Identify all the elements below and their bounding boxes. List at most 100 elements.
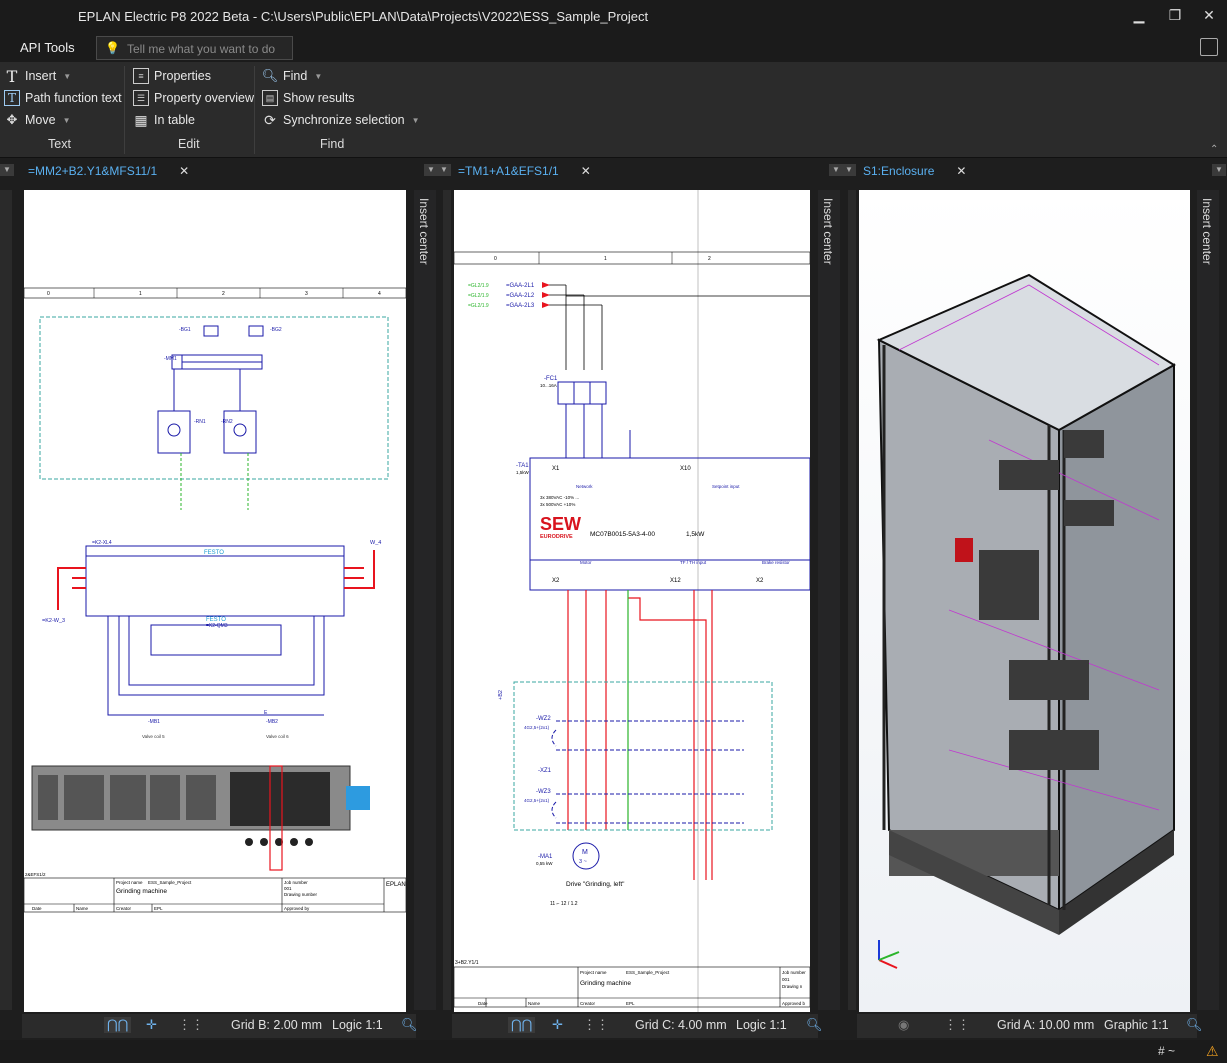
footer-date-label: Date [478,1001,488,1006]
move-icon: ✥ [6,112,18,127]
tab-document-1-label: =MM2+B2.Y1&MFS11/1 [28,164,158,178]
restore-button[interactable]: ❐ [1168,7,1182,23]
ruler-col-0: 0 [47,291,50,297]
label-xz1: -XZ1 [538,768,552,774]
insert-center-sidebar[interactable]: Insert center [414,190,436,1010]
zoom-icon[interactable]: 🔍︎ [806,1017,823,1032]
label-rn2: -RN2 [221,419,233,425]
coordinate-toggle[interactable]: # ~ [1158,1044,1176,1058]
label-tf: TF / TH input [680,560,707,565]
label-x10: X10 [680,466,691,472]
logic-status[interactable]: Logic 1:1 [736,1018,787,1032]
properties-button[interactable]: ≡ Properties [133,66,211,86]
label-qm3: =K2-QM3 [206,623,228,629]
label-mm1: -MM1 [164,356,177,362]
tab-enclosure-label: S1:Enclosure [863,164,935,178]
tab-document-2[interactable]: =TM1+A1&EFS1/1 ✕ [452,160,591,182]
column-ruler [23,287,407,299]
insert-label: Insert [25,69,57,83]
collapse-ribbon-icon[interactable]: ⌃ [1210,144,1219,155]
schematic-page-1[interactable]: 0 1 2 3 4 -BG1 -BG2 -MM1 -RN1 -RN2 FESTO… [23,190,407,1012]
grid-status[interactable]: Grid C: 4.00 mm [635,1018,727,1032]
warning-icon[interactable]: ⚠ [1206,1043,1219,1059]
grid-dots-icon[interactable]: ⋮⋮ [178,1017,204,1032]
close-icon[interactable]: ✕ [956,164,967,178]
in-table-button[interactable]: ▦ In table [133,110,195,130]
label-valve-coil-5: Valve coil 5 [142,734,165,739]
zoom-icon[interactable]: 🔍︎ [1186,1017,1203,1032]
enclosure-3d-view[interactable] [859,190,1190,1012]
grid-status[interactable]: Grid B: 2.00 mm [231,1018,322,1032]
find-button[interactable]: 🔍︎ Find ▼ [262,66,323,86]
logic-status[interactable]: Logic 1:1 [332,1018,383,1032]
label-wz2-spec: 4G2,5+(2x1) [524,725,550,730]
label-fc1: -FC1 [544,376,558,382]
insert-center-sidebar[interactable]: Insert center [818,190,840,1010]
panel-menu-dropdown[interactable]: ▼ [829,164,843,176]
footer-project-name: ESS_Sample_Project [148,880,192,885]
ribbon-display-options-icon[interactable] [1200,38,1218,56]
grid-status[interactable]: Grid A: 10.00 mm [997,1018,1095,1032]
property-overview-icon: ☰ [133,90,149,106]
minimize-button[interactable]: ▁ [1133,7,1145,23]
ribbon [0,62,1227,158]
zoom-icon[interactable]: 🔍︎ [401,1017,418,1032]
footer-creator-label: Creator [116,906,132,911]
snap-icon[interactable]: ⋂⋂ [508,1017,536,1033]
label-l2: =GAA-2L2 [506,293,535,299]
label-ta1: -TA1 [516,463,529,469]
eurodrive-logo: EURODRIVE [540,534,573,540]
close-icon[interactable]: ✕ [580,164,591,178]
label-power: 1,5kW [686,531,705,538]
show-results-button[interactable]: ▤ Show results [262,88,355,108]
tell-me-search[interactable]: 💡 Tell me what you want to do [96,36,293,60]
move-button[interactable]: ✥ Move ▼ [4,110,71,130]
panel-menu-dropdown[interactable]: ▼ [0,164,14,176]
schematic-page-2[interactable]: 0 1 2 =GL2/1.9 =GL2/1.9 =GL2/1.9 =GAA-2L… [453,190,811,1012]
close-button[interactable]: ✕ [1203,7,1215,23]
group-label-text: Text [48,137,71,151]
insert-center-sidebar[interactable]: Insert center [1197,190,1219,1010]
label-fc1-range: 10...16A [540,383,557,388]
path-function-text-button[interactable]: T Path function text [4,88,122,108]
path-text-icon: T [4,90,20,106]
graphic-status[interactable]: Graphic 1:1 [1104,1018,1169,1032]
crosshair-icon[interactable]: ✛ [146,1017,157,1032]
crosshair-icon[interactable]: ✛ [552,1017,563,1032]
grid-dots-icon[interactable]: ⋮⋮ [583,1017,609,1032]
tab-enclosure[interactable]: S1:Enclosure ✕ [857,160,966,182]
footer-description: Grinding machine [580,980,631,987]
view-eye-icon[interactable]: ◉ [898,1017,910,1032]
property-overview-button[interactable]: ☰ Property overview [133,88,254,108]
panel-splitter[interactable] [443,190,451,1010]
insert-center-label: Insert center [821,198,835,265]
window-title: EPLAN Electric P8 2022 Beta - C:\Users\P… [78,9,649,24]
label-x2b: X2 [756,578,764,584]
synchronize-selection-button[interactable]: ⟳ Synchronize selection ▼ [262,110,419,130]
insert-button[interactable]: T Insert ▼ [4,66,72,86]
chevron-down-icon: ▼ [63,71,72,81]
tab-document-2-label: =TM1+A1&EFS1/1 [458,164,559,178]
panel-menu-dropdown[interactable]: ▼ [437,164,451,176]
panel-menu-dropdown[interactable]: ▼ [1212,164,1226,176]
tab-document-1[interactable]: =MM2+B2.Y1&MFS11/1 ✕ [22,160,189,182]
label-drive: Drive "Grinding, left" [566,881,625,888]
sew-logo: SEW [540,514,581,534]
panel-splitter[interactable] [848,190,856,1010]
label-model: MC07B0015-5A3-4-00 [590,531,655,538]
tab-api-tools[interactable]: API Tools [20,40,75,55]
ruler-col-3: 3 [305,291,308,297]
footer-project-name-label: Project name [580,970,607,975]
label-contact: 11 ⌐ 12 / 1.2 [550,901,578,907]
footer-ref: 2&EFS1/2 [25,872,46,877]
footer-creator: EPL [626,1001,635,1006]
label-wz2: -WZ2 [536,716,551,722]
insert-center-label: Insert center [417,198,431,265]
snap-icon[interactable]: ⋂⋂ [104,1017,132,1033]
label-x2: X2 [552,578,560,584]
panel-menu-dropdown[interactable]: ▼ [424,164,438,176]
grid-dots-icon[interactable]: ⋮⋮ [944,1017,970,1032]
close-icon[interactable]: ✕ [179,164,190,178]
footer-project-name: ESS_Sample_Project [626,970,670,975]
panel-menu-dropdown[interactable]: ▼ [842,164,856,176]
